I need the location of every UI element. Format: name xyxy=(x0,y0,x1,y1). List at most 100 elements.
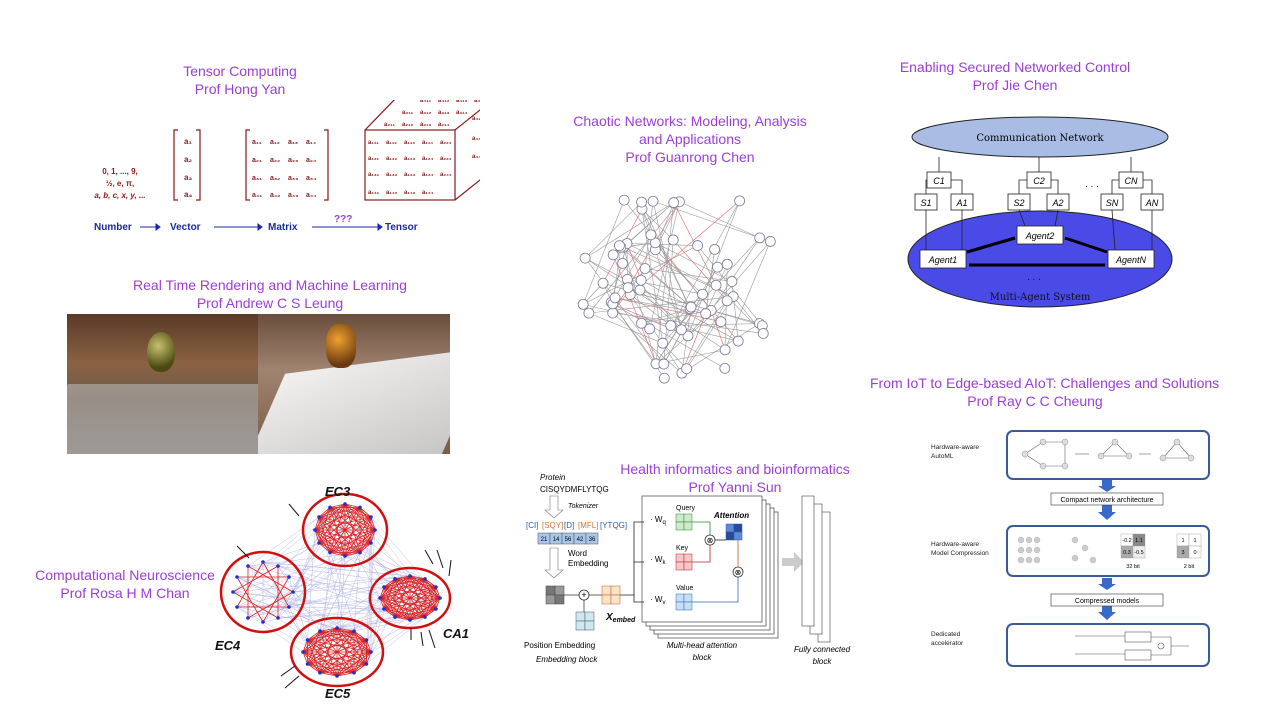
sensor-label-1: S1 xyxy=(920,198,931,208)
key-label: Key xyxy=(676,545,689,552)
neuro-link xyxy=(236,576,290,608)
matrix-shape xyxy=(245,129,329,201)
attention-connectors xyxy=(620,521,739,603)
x-embed-matrix xyxy=(601,585,621,605)
network-node xyxy=(719,362,731,374)
network-edge xyxy=(663,266,718,365)
neuron-dot xyxy=(313,528,317,532)
neuron-dot xyxy=(364,638,369,642)
svg-text:a₁₁₁: a₁₁₁ xyxy=(368,140,379,146)
network-node xyxy=(617,257,628,269)
attention-stack xyxy=(641,495,779,639)
row3-line-2: accelerator xyxy=(931,640,964,647)
neuron-dot xyxy=(328,550,332,555)
network-node xyxy=(665,320,677,332)
neuro-inner-link xyxy=(359,516,372,553)
neuron-dot xyxy=(393,615,397,619)
wk-label: · Wk xyxy=(650,555,666,566)
neuron-dot xyxy=(287,575,291,579)
neuro-inner-link xyxy=(383,608,396,618)
neuron-dot xyxy=(261,620,265,624)
neuro-link xyxy=(277,565,367,665)
neuron-dot xyxy=(373,528,377,532)
neuro-inner-link xyxy=(329,516,372,553)
neuro-inner-link xyxy=(319,639,367,674)
rendering-title: Real Time Rendering and Machine Learning… xyxy=(120,276,420,312)
neuro-inner-link xyxy=(344,552,361,557)
network-edge xyxy=(623,202,674,248)
neuro-inner-link xyxy=(370,516,376,531)
neuron-dot xyxy=(364,662,369,666)
neuro-inner-link xyxy=(394,578,411,621)
neuro-inner-link xyxy=(302,651,367,665)
fc-label-line-2: block xyxy=(813,657,833,666)
neuron-dot xyxy=(291,590,295,594)
network-node xyxy=(726,276,738,287)
neuron-dot xyxy=(328,505,332,510)
neuro-link xyxy=(336,597,381,629)
wv-label: · Wv xyxy=(650,595,665,606)
svg-text:a₃₁₂: a₃₁₂ xyxy=(420,110,432,116)
neuro-inner-link xyxy=(307,630,355,665)
neuro-inner-link xyxy=(329,503,346,553)
svg-text:a₃₃: a₃₃ xyxy=(288,175,298,182)
network-edge xyxy=(630,294,671,326)
neuron-dot xyxy=(358,550,362,555)
neuro-inner-link xyxy=(394,586,437,618)
token-5: [YTQG] xyxy=(600,521,627,530)
neuro-inner-link xyxy=(353,630,367,641)
neuro-inner-link xyxy=(302,651,308,665)
network-edge xyxy=(679,201,760,239)
neuro-link xyxy=(359,552,441,599)
neuro-inner-link xyxy=(366,639,372,653)
attention-label: Attention xyxy=(713,511,749,520)
svg-text:⊗: ⊗ xyxy=(707,536,714,545)
neuro-inner-link xyxy=(379,578,396,599)
network-node xyxy=(712,261,723,273)
svg-text:a₄₁₄: a₄₁₄ xyxy=(474,100,480,104)
matrix-b-1: 1 xyxy=(1181,538,1184,544)
svg-text:a₄₄: a₄₄ xyxy=(306,192,317,199)
network-edge xyxy=(705,249,715,314)
svg-text:a₃₂: a₃₂ xyxy=(270,175,280,182)
network-node xyxy=(710,279,722,291)
label-matrix: Matrix xyxy=(268,222,298,233)
wq-label: · Wq xyxy=(650,515,666,526)
neuro-inner-link xyxy=(232,591,279,619)
neuro-inner-link xyxy=(236,561,264,608)
render-white-plane xyxy=(258,347,450,454)
token-2: [SQY] xyxy=(542,521,563,530)
neuron-dot xyxy=(352,670,356,675)
network-edge xyxy=(588,201,680,314)
neuro-inner-link xyxy=(383,575,411,610)
neuro-inner-link xyxy=(319,631,338,677)
neuro-link xyxy=(336,529,376,629)
neuro-link xyxy=(262,507,361,623)
network-edge xyxy=(681,300,728,374)
network-node xyxy=(579,252,591,264)
neuro-link xyxy=(288,516,372,608)
tensor-title: Tensor Computing Prof Hong Yan xyxy=(140,62,340,98)
neuron-dot xyxy=(423,577,427,581)
neuron-dot xyxy=(301,650,305,654)
network-edge xyxy=(686,296,734,369)
neuro-inner-link xyxy=(435,586,441,599)
token-4: [MFL] xyxy=(578,521,598,530)
neuro-inner-link xyxy=(329,507,372,518)
neuron-dot xyxy=(408,618,412,622)
neuro-inner-link xyxy=(366,651,372,665)
neuro-inner-link xyxy=(383,586,426,618)
matrix-b-2: 1 xyxy=(1193,538,1196,544)
health-prof: Prof Yanni Sun xyxy=(688,479,782,495)
svg-text:⊗: ⊗ xyxy=(735,568,742,577)
neuro-link xyxy=(236,576,355,632)
network-node xyxy=(700,308,712,319)
agent-dots: . . . xyxy=(1027,272,1041,283)
word-embedding-arrow xyxy=(544,547,564,579)
ec5-ring xyxy=(289,616,385,688)
network-node xyxy=(636,317,647,329)
network-edge xyxy=(641,308,691,324)
neuro-link xyxy=(262,542,320,563)
svg-text:a₁₃₁: a₁₃₁ xyxy=(368,172,380,178)
actuator-label-2: A2 xyxy=(1051,198,1063,208)
